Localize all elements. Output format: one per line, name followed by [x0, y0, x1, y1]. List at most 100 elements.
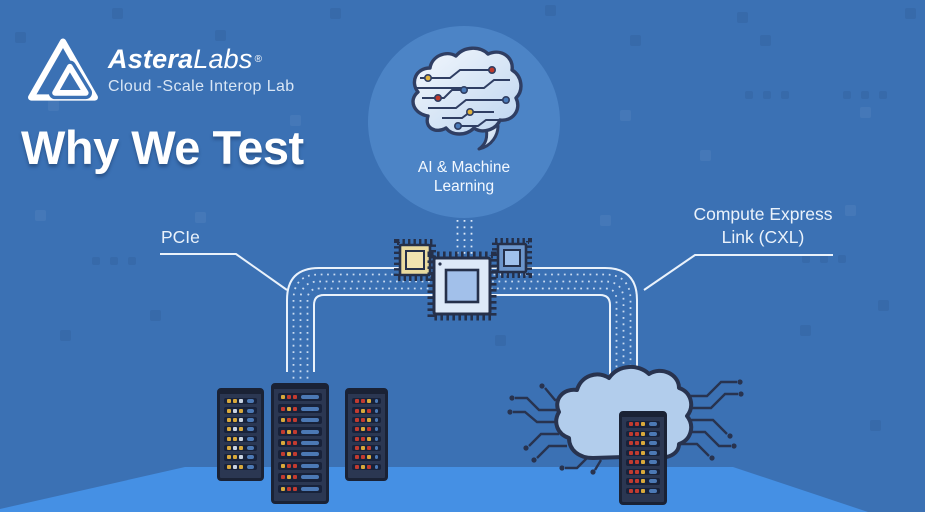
status-led — [227, 427, 231, 432]
status-led — [367, 408, 371, 413]
ai-label-line2: Learning — [433, 178, 495, 195]
rack-row — [224, 454, 257, 461]
background-deco-square — [60, 330, 71, 341]
status-led — [293, 418, 297, 423]
rack-row — [352, 426, 381, 433]
status-led — [227, 399, 231, 404]
rack-row — [626, 421, 660, 428]
status-led — [355, 464, 359, 469]
status-led — [281, 395, 285, 400]
status-led — [281, 406, 285, 411]
background-deco-square — [879, 91, 887, 99]
status-led — [281, 486, 285, 491]
rack-row — [626, 459, 660, 466]
status-led — [293, 395, 297, 400]
status-led — [233, 427, 237, 432]
status-led — [281, 452, 285, 457]
drive-bar — [247, 464, 254, 469]
status-led — [355, 399, 359, 404]
drive-bar — [247, 436, 254, 441]
rack-row — [278, 427, 322, 436]
drive-bar — [301, 395, 319, 400]
background-deco-square — [48, 100, 59, 111]
status-led — [239, 446, 243, 451]
drive-bar — [649, 422, 657, 427]
rack-row — [224, 416, 257, 424]
background-deco-square — [290, 115, 301, 126]
cpu-chip-icon — [427, 251, 497, 321]
background-deco-square — [545, 5, 556, 16]
background-deco-square — [330, 8, 341, 19]
background-deco-square — [860, 107, 871, 118]
status-led — [233, 408, 237, 413]
status-led — [233, 455, 237, 460]
drive-bar — [375, 436, 378, 441]
background-deco-square — [700, 150, 711, 161]
status-led — [635, 469, 639, 474]
background-deco-square — [495, 335, 506, 346]
server-rack-right — [345, 388, 388, 481]
status-led — [281, 418, 285, 423]
drive-bar — [301, 429, 319, 434]
status-led — [355, 408, 359, 413]
status-led — [293, 452, 297, 457]
status-led — [293, 440, 297, 445]
status-led — [355, 417, 359, 422]
status-led — [641, 431, 645, 436]
background-deco-square — [800, 325, 811, 336]
status-led — [287, 418, 291, 423]
status-led — [287, 406, 291, 411]
status-led — [635, 441, 639, 446]
registered-mark: ® — [254, 54, 263, 65]
rack-row — [278, 461, 322, 471]
status-led — [227, 446, 231, 451]
drive-bar — [247, 399, 254, 404]
status-led — [293, 475, 297, 480]
status-led — [355, 427, 359, 432]
status-led — [287, 395, 291, 400]
ai-label: AI & Machine Learning — [368, 158, 560, 196]
status-led — [641, 450, 645, 455]
status-led — [361, 436, 365, 441]
rack-row — [278, 415, 322, 425]
brand-name-secondary: Labs — [193, 44, 253, 74]
status-led — [629, 450, 633, 455]
gold-chip-icon — [394, 239, 436, 281]
status-led — [233, 446, 237, 451]
ai-brain-circuit-icon — [411, 46, 523, 151]
astera-labs-triangle-icon — [28, 38, 98, 101]
background-deco-square — [630, 35, 641, 46]
status-led — [361, 464, 365, 469]
background-deco-square — [15, 32, 26, 43]
status-led — [227, 436, 231, 441]
status-led — [287, 429, 291, 434]
rack-row — [352, 435, 381, 442]
status-led — [239, 436, 243, 441]
status-led — [293, 486, 297, 491]
status-led — [635, 479, 639, 484]
status-led — [355, 446, 359, 451]
drive-bar — [375, 417, 378, 422]
drive-bar — [247, 408, 254, 413]
ai-machine-learning-badge: AI & Machine Learning — [368, 26, 560, 218]
drive-bar — [375, 399, 378, 404]
cxl-label-line1: Compute Express — [693, 204, 833, 224]
blue-chip-icon — [492, 238, 532, 278]
drive-bar — [375, 446, 378, 451]
status-led — [355, 455, 359, 460]
status-led — [367, 399, 371, 404]
pipe-dotted-lanes — [292, 273, 632, 392]
rack-row — [626, 468, 660, 475]
status-led — [367, 455, 371, 460]
rack-row — [224, 407, 257, 414]
drive-bar — [375, 455, 378, 460]
server-rack-middle — [271, 383, 329, 504]
background-deco-square — [128, 257, 136, 265]
rack-row — [352, 454, 381, 461]
background-deco-square — [150, 310, 161, 321]
drive-bar — [649, 460, 657, 465]
status-led — [361, 399, 365, 404]
background-deco-square — [861, 91, 869, 99]
rack-row — [278, 393, 322, 402]
status-led — [281, 475, 285, 480]
